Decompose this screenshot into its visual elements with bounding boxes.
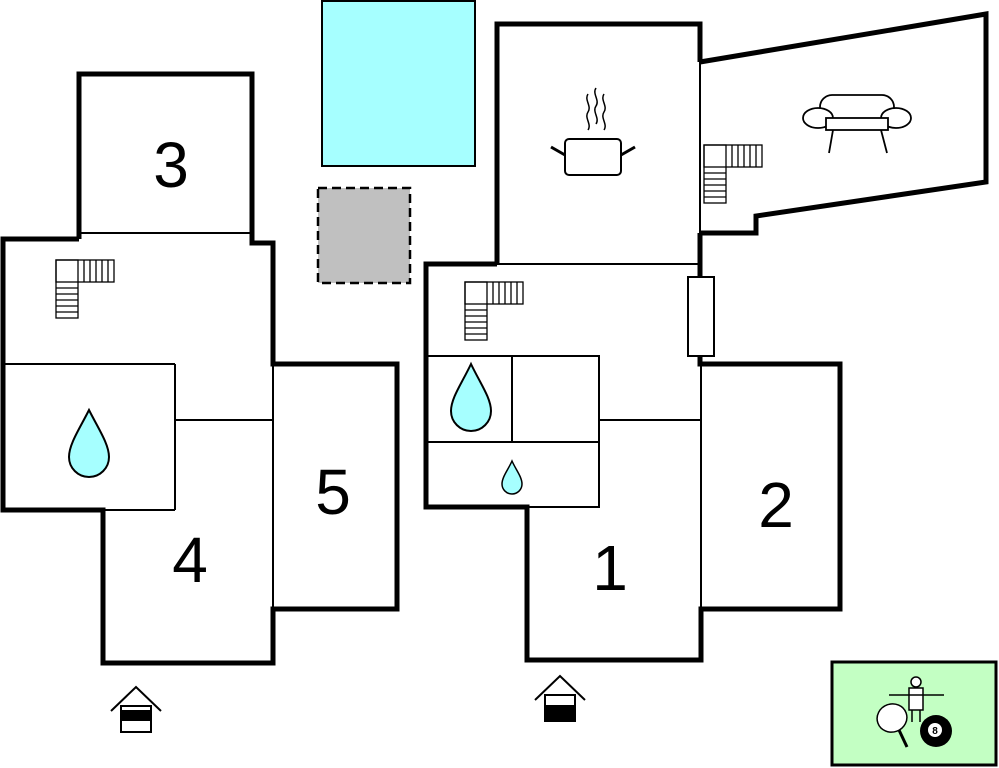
living-room-walls [699, 11, 989, 236]
right-building [423, 11, 989, 663]
stairs-icon [464, 281, 524, 341]
water-drop-icon [449, 361, 493, 432]
house-entrance-icon [534, 674, 586, 722]
water-drop-icon [501, 459, 523, 495]
room-4-label: 4 [172, 524, 208, 596]
room-2-label: 2 [758, 469, 794, 541]
right-outer-wall [423, 233, 843, 663]
room-3-walls [76, 71, 255, 239]
stairs-icon [703, 144, 763, 204]
closet [687, 276, 715, 357]
svg-text:8: 8 [932, 726, 938, 737]
house-entrance-icon [110, 685, 162, 733]
table-tennis-icon [876, 703, 909, 748]
room-5-label: 5 [315, 456, 351, 528]
billiard-ball-icon: 8 [920, 715, 952, 747]
left-building [0, 71, 400, 666]
stairs-icon [55, 259, 115, 319]
room-3-label: 3 [153, 129, 189, 201]
room-1-label: 1 [592, 532, 628, 604]
sofa-icon [802, 94, 912, 154]
kitchen-walls [494, 21, 703, 264]
pot-icon [550, 87, 636, 176]
water-drop-icon [67, 407, 111, 478]
pool [321, 0, 476, 167]
left-outer-wall [0, 236, 400, 666]
terrace [316, 186, 412, 285]
table-football-icon [889, 676, 944, 722]
